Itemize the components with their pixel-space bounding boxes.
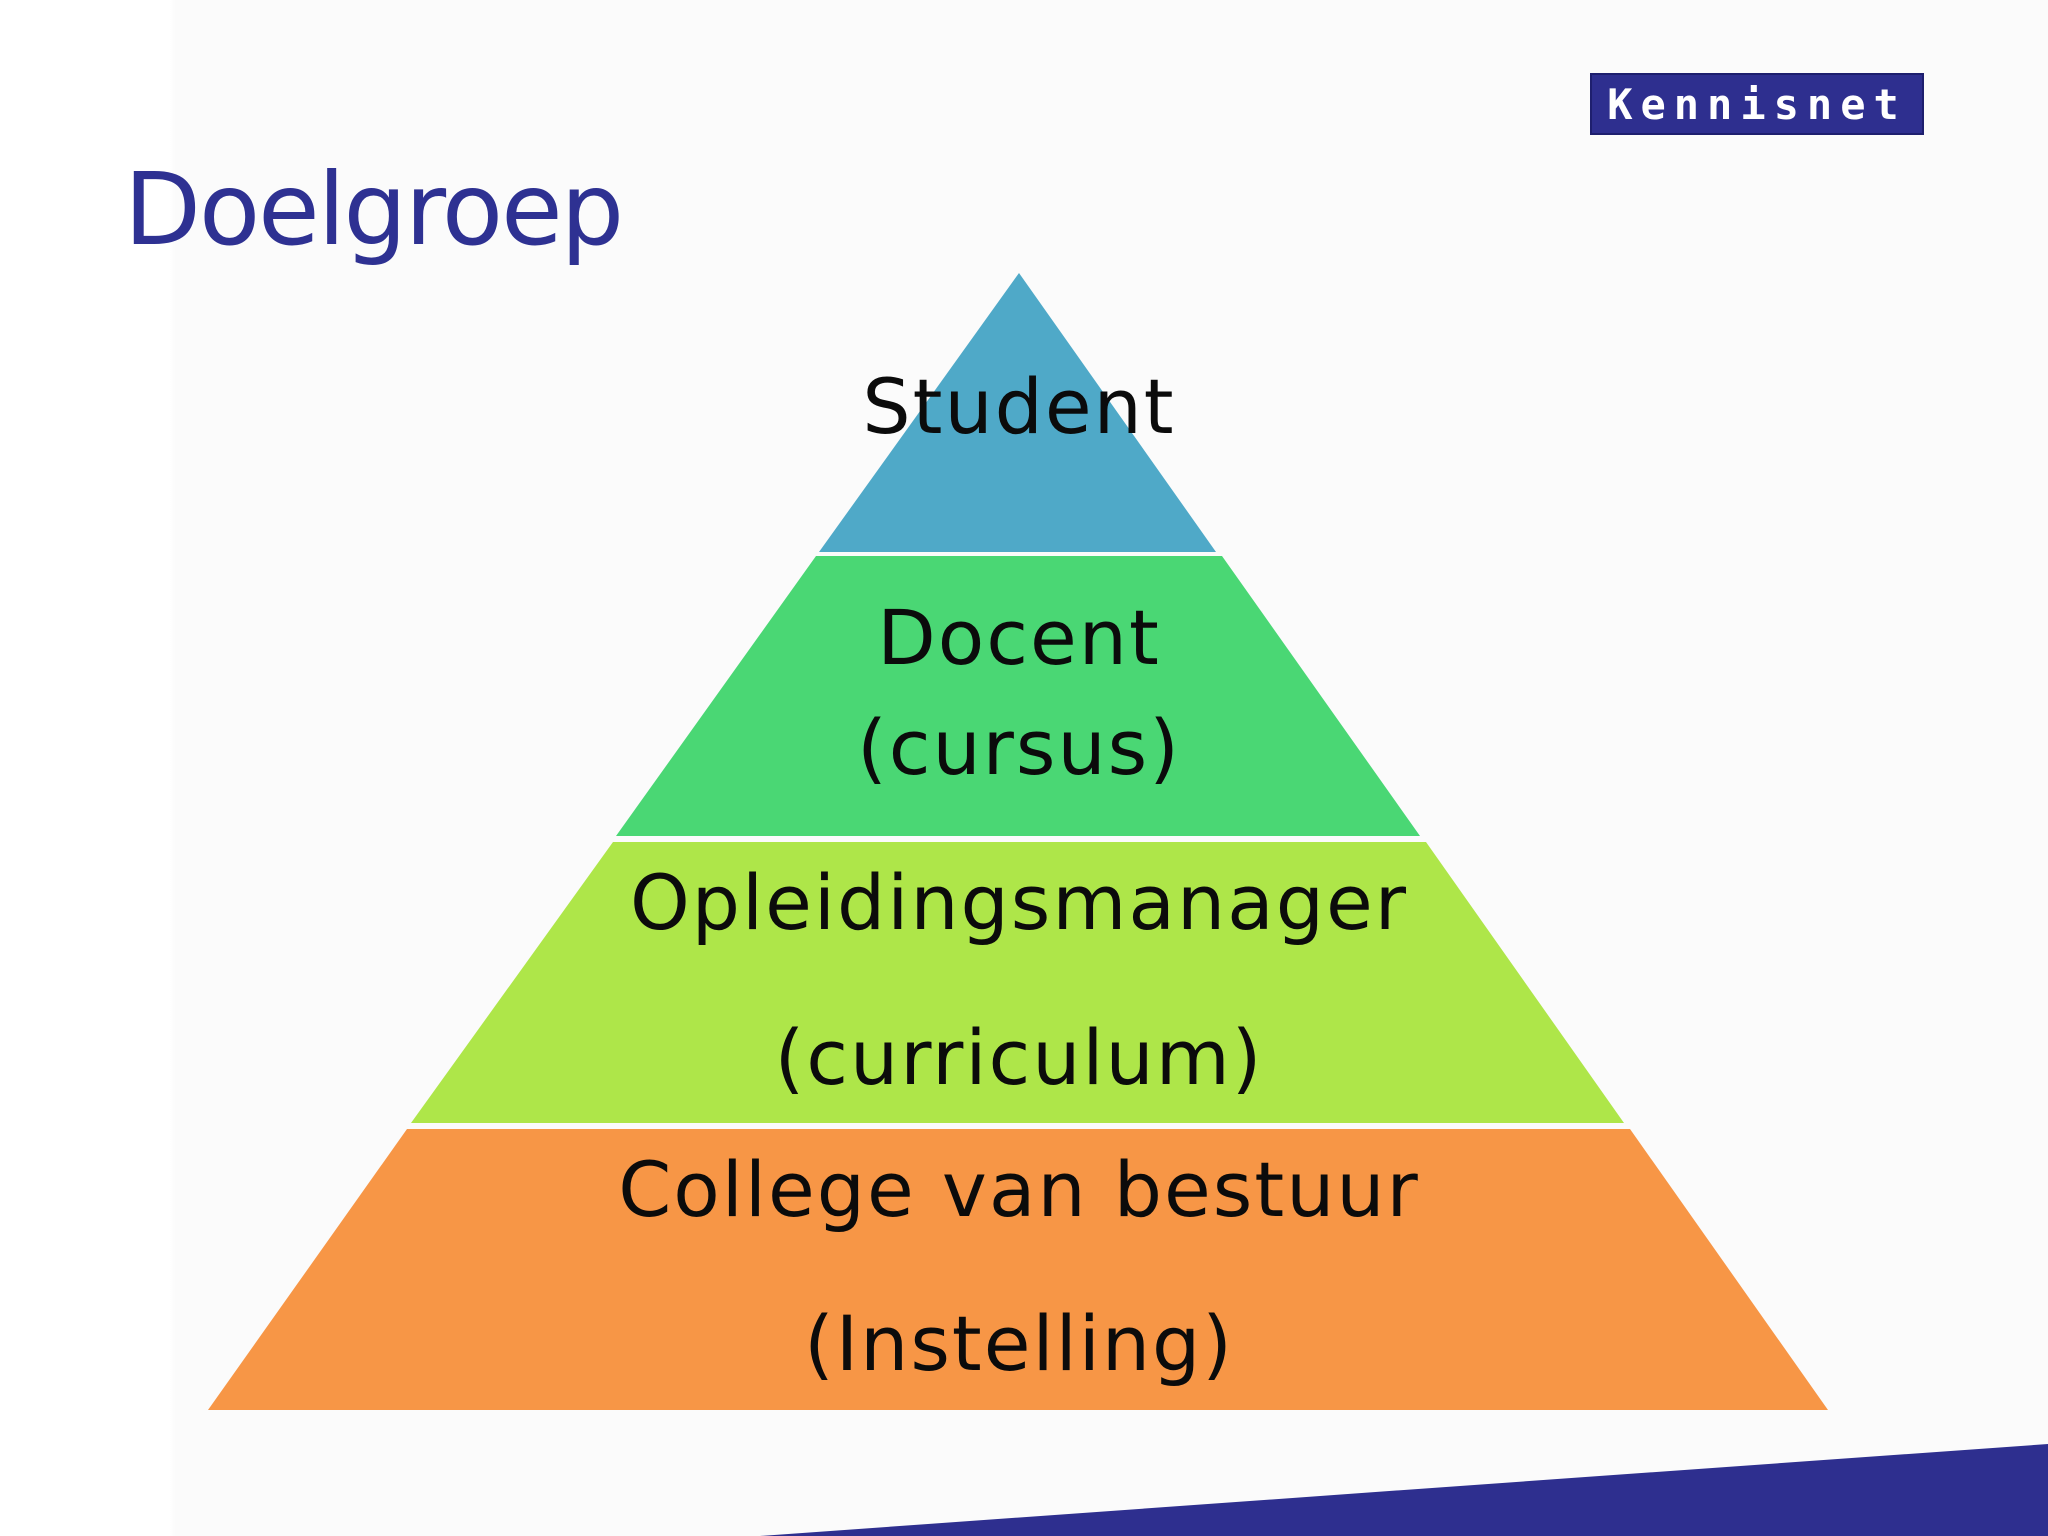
kennisnet-logo: Kennisnet xyxy=(1590,73,1924,135)
level-4-sublabel: (Instelling) xyxy=(804,1299,1234,1388)
slide-title: Doelgroep xyxy=(124,151,624,268)
pyramid-level-opleidingsmanager xyxy=(411,842,1624,1123)
pyramid-level-student xyxy=(819,273,1216,552)
pyramid-level-docent xyxy=(616,556,1420,836)
level-2-sublabel: (cursus) xyxy=(857,703,1181,792)
level-3-sublabel: (curriculum) xyxy=(775,1013,1264,1102)
level-4-label: College van bestuur xyxy=(618,1145,1420,1234)
pyramid-level-college-van-bestuur xyxy=(208,1129,1828,1410)
logo-text: Kennisnet xyxy=(1607,79,1907,129)
level-3-label: Opleidingsmanager xyxy=(630,858,1408,947)
level-2-label: Docent xyxy=(877,593,1161,682)
level-1-label: Student xyxy=(862,362,1175,451)
